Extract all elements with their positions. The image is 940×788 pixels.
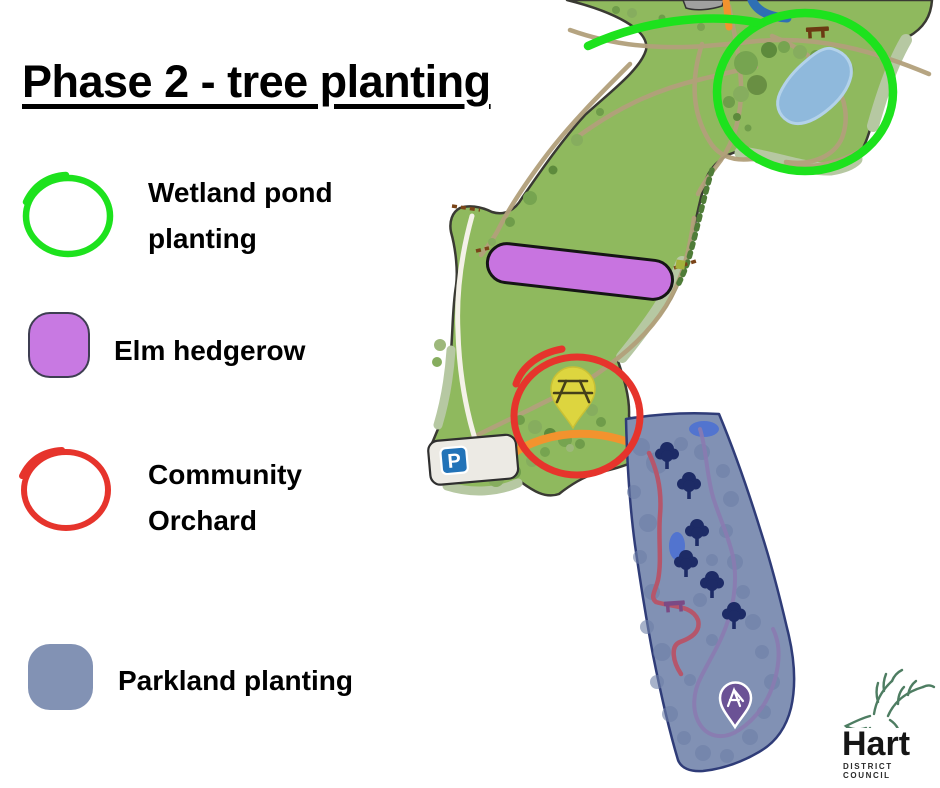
legend-label-elm: Elm hedgerow	[114, 335, 306, 366]
legend-label-orchard: Community Orchard	[148, 459, 302, 536]
parking-icon	[439, 445, 469, 476]
page-title: Phase 2 - tree planting	[22, 56, 491, 108]
red-trail	[646, 450, 701, 677]
pond	[776, 46, 853, 126]
orchard-circle-icon	[19, 447, 111, 531]
orchard-annotation-circle	[510, 345, 644, 479]
parking-icon-letter: P	[447, 450, 462, 473]
elm-hedgerow-icon	[28, 312, 90, 378]
picnic-table-icon	[552, 379, 594, 404]
playground-slide-icon	[726, 686, 745, 708]
car-park: P	[427, 433, 520, 486]
stag-icon	[843, 668, 936, 748]
field-corner-marker	[675, 259, 686, 270]
hart-logo: Hart DISTRICT COUNCIL	[826, 664, 940, 780]
logo-name: Hart	[842, 725, 911, 763]
tree-row	[675, 167, 715, 288]
tree-bushes	[432, 6, 854, 487]
road-fragment	[682, 0, 725, 11]
parkland-square-icon	[28, 644, 93, 710]
playground-pin	[718, 681, 753, 730]
picnic-pin	[550, 366, 596, 430]
bench-icon	[663, 600, 685, 613]
wetland-circle-icon	[22, 171, 114, 258]
elm-hedgerow-bar	[485, 242, 674, 301]
parkland-area	[624, 412, 796, 773]
parkland-pond	[689, 421, 719, 437]
wetland-annotation-circle	[583, 8, 898, 176]
legend-label-parkland: Parkland planting	[118, 665, 353, 696]
logo-tagline: DISTRICT COUNCIL	[843, 762, 893, 780]
parkland-polygon	[624, 412, 796, 773]
purple-trail	[692, 427, 781, 739]
legend-label-wetland: Wetland pond planting	[148, 177, 333, 254]
bench-icon	[805, 26, 829, 39]
